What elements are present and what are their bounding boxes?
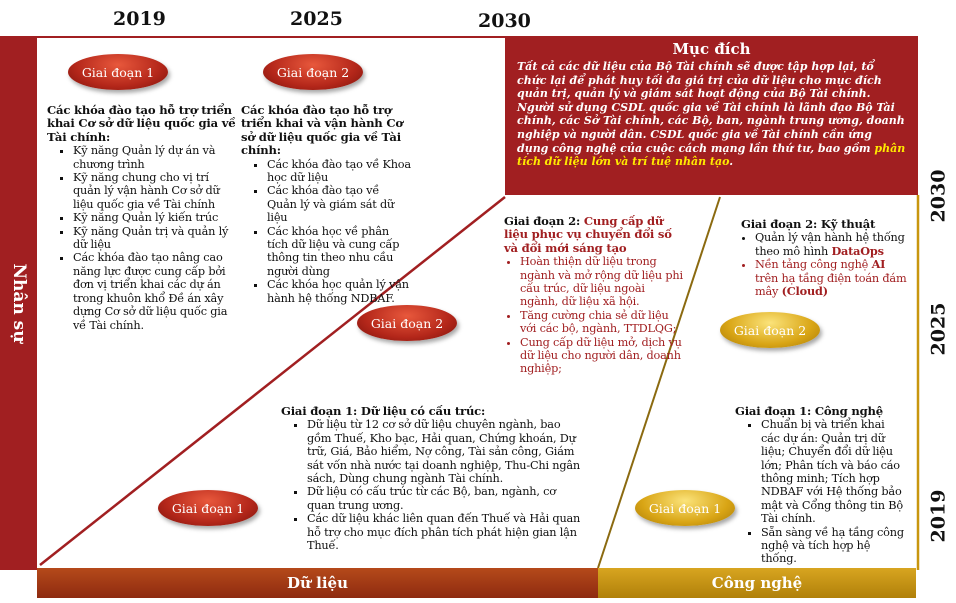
tech2-i2c: trên hạ tầng điện toán đám mây xyxy=(755,271,907,299)
tech-phase2-badge: Giai đoạn 2 xyxy=(720,312,820,348)
list-item: Hoàn thiện dữ liệu trong ngành và mở rộn… xyxy=(520,255,684,309)
purpose-title: Mục đích xyxy=(672,40,751,58)
tech2-title: Giai đoạn 2: Kỹ thuật xyxy=(741,217,876,231)
list-item: Nền tảng công nghệ AI trên hạ tầng điện … xyxy=(755,257,911,299)
hr-phase1-badge: Giai đoạn 1 xyxy=(68,54,168,90)
tech-phase2-text: Giai đoạn 2: Kỹ thuật Quản lý vận hành h… xyxy=(741,217,911,299)
tech1-title: Giai đoạn 1: Công nghệ xyxy=(735,404,883,418)
purpose-end: . xyxy=(729,155,734,169)
data-phase1-text: Giai đoạn 1: Dữ liệu có cấu trúc: Dữ liệ… xyxy=(281,404,581,552)
list-item: Các khóa đào tạo nâng cao năng lực được … xyxy=(73,251,237,331)
hr-phase2-badge: Giai đoạn 2 xyxy=(263,54,363,90)
list-item: Quản lý vận hành hệ thống theo mô hình D… xyxy=(755,231,911,258)
list-item: Các dữ liệu khác liên quan đến Thuế và H… xyxy=(307,512,581,552)
hr-phase1-text: Các khóa đào tạo hỗ trợ triển khai Cơ sở… xyxy=(47,103,237,332)
technology-label: Công nghệ xyxy=(711,574,803,592)
list-item: Các khóa học về phân tích dữ liệu và cun… xyxy=(267,225,411,279)
year-2019: 2019 xyxy=(113,8,166,30)
human-resources-label: Nhân sự xyxy=(8,263,29,343)
tech-phase1-text: Giai đoạn 1: Công nghệ Chuẩn bị và triển… xyxy=(735,404,905,566)
data1-title: Giai đoạn 1: Dữ liệu có cấu trúc: xyxy=(281,404,486,418)
data2-prefix: Giai đoạn 2: xyxy=(504,214,584,228)
list-item: Kỹ năng Quản lý kiến trúc xyxy=(73,211,237,224)
data-bar: Dữ liệu xyxy=(37,568,598,598)
tech2-i1b: DataOps xyxy=(831,243,884,258)
list-item: Kỹ năng Quản trị và quản lý dữ liệu xyxy=(73,225,237,252)
list-item: Dữ liệu có cấu trúc từ các Bộ, ban, ngàn… xyxy=(307,485,581,512)
list-item: Dữ liệu từ 12 cơ sở dữ liệu chuyên ngành… xyxy=(307,418,581,485)
purpose-box: Mục đích Tất cả các dữ liệu của Bộ Tài c… xyxy=(505,36,918,195)
data-phase2-badge: Giai đoạn 2 xyxy=(357,305,457,341)
data-phase2-text: Giai đoạn 2: Cung cấp dữ liệu phục vụ ch… xyxy=(504,214,684,376)
list-item: Chuẩn bị và triển khai các dự án: Quản t… xyxy=(761,418,905,525)
hr2-title: Các khóa đào tạo hỗ trợ triển khai và vậ… xyxy=(241,103,403,158)
data-label: Dữ liệu xyxy=(287,574,348,592)
hr-phase2-text: Các khóa đào tạo hỗ trợ triển khai và vậ… xyxy=(241,103,411,305)
list-item: Sẵn sàng về hạ tầng công nghệ và tích hợ… xyxy=(761,526,905,566)
technology-bar: Công nghệ xyxy=(598,568,916,598)
list-item: Kỹ năng Quản lý dự án và chương trình xyxy=(73,144,237,171)
list-item: Các khóa đào tạo về Khoa học dữ liệu xyxy=(267,158,411,185)
hr1-title: Các khóa đào tạo hỗ trợ triển khai Cơ sở… xyxy=(47,103,236,144)
data2-title: Cung cấp dữ liệu phục vụ chuyển đổi số v… xyxy=(504,214,672,255)
list-item: Kỹ năng chung cho vị trí quản lý vận hàn… xyxy=(73,171,237,211)
list-item: Tăng cường chia sẻ dữ liệu với các bộ, n… xyxy=(520,309,684,336)
year-2030: 2030 xyxy=(478,10,531,32)
tech2-i2d: (Cloud) xyxy=(781,284,828,299)
tech2-i2b: AI xyxy=(871,257,886,272)
purpose-body: Tất cả các dữ liệu của Bộ Tài chính sẽ đ… xyxy=(517,60,905,155)
data-phase1-badge: Giai đoạn 1 xyxy=(158,490,258,526)
tech-phase1-badge: Giai đoạn 1 xyxy=(635,490,735,526)
year-2025: 2025 xyxy=(290,8,343,30)
list-item: Cung cấp dữ liệu mở, dịch vụ dữ liệu cho… xyxy=(520,336,684,376)
human-resources-bar: Nhân sự xyxy=(0,36,37,570)
purpose-highlight: phân tích dữ liệu lớn và trí tuệ nhân tạ… xyxy=(517,141,906,169)
tech2-i2a: Nền tảng công nghệ xyxy=(755,258,872,272)
tech2-i1a: Quản lý vận hành hệ thống theo mô hình xyxy=(755,231,905,258)
list-item: Các khóa học quản lý vận hành hệ thống N… xyxy=(267,278,411,305)
list-item: Các khóa đào tạo về Quản lý và giám sát … xyxy=(267,184,411,224)
